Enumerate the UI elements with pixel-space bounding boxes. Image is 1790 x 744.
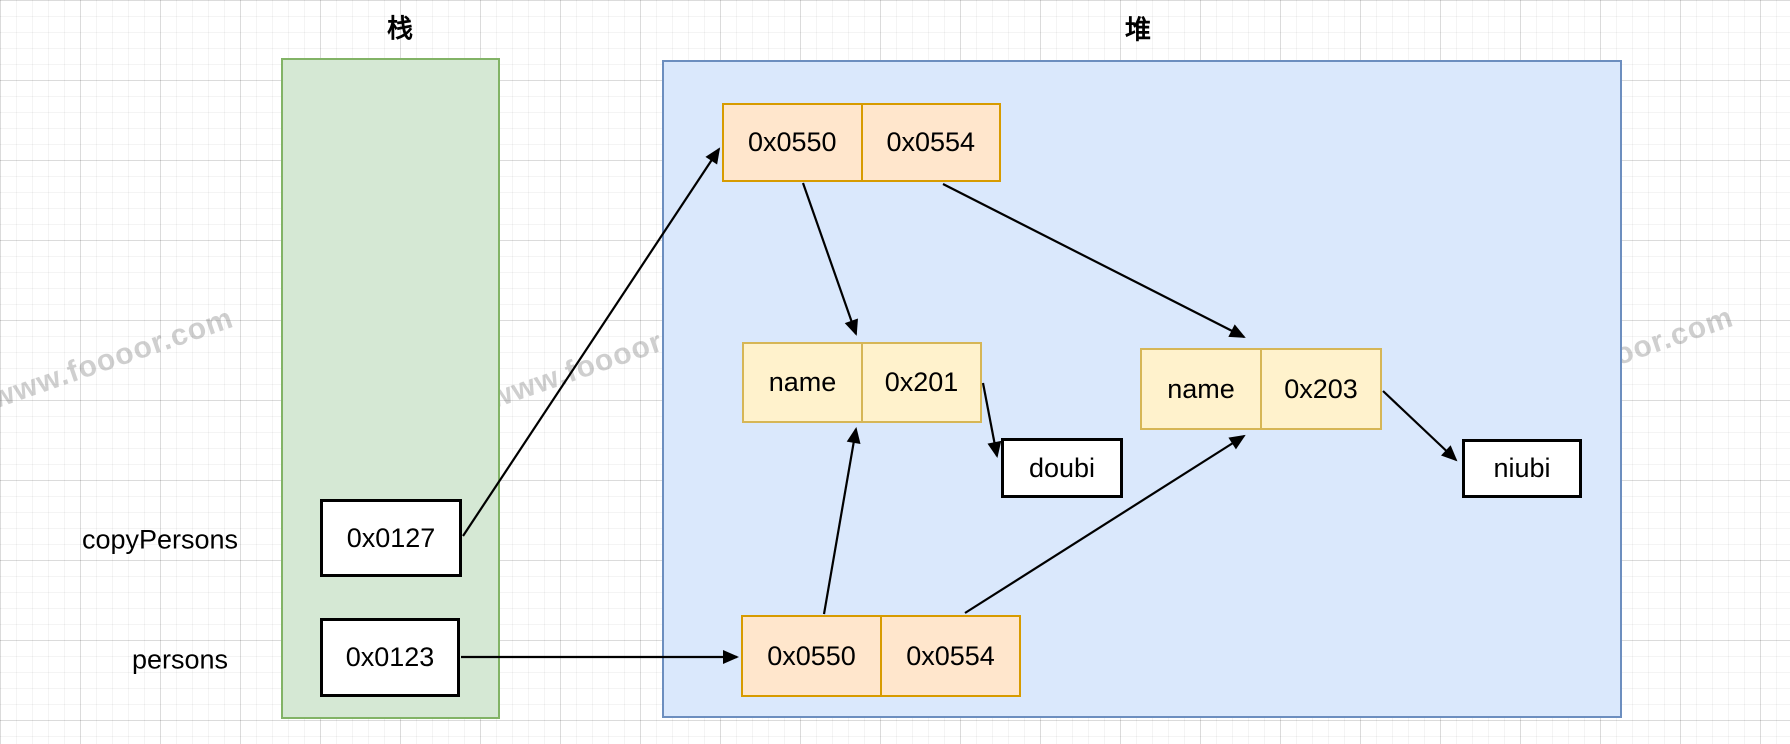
orig-array-cell-0: 0x0550: [743, 617, 882, 695]
copy-persons-pointer-value: 0x0127: [346, 522, 436, 553]
persons-label: persons: [131, 644, 229, 675]
copy-persons-pointer-box: 0x0127: [320, 499, 462, 577]
copy-array-cell-1: 0x0554: [886, 127, 976, 157]
copy-array-cell-0: 0x0550: [724, 105, 863, 180]
string-doubi-box: doubi: [1001, 438, 1123, 498]
string-doubi-value: doubi: [1028, 452, 1096, 483]
persons-pointer-box: 0x0123: [320, 618, 460, 697]
person-a-name-field: name: [744, 344, 863, 421]
person-b-box: name 0x203: [1140, 348, 1382, 430]
person-b-name-field: name: [1142, 350, 1262, 428]
person-a-box: name 0x201: [742, 342, 982, 423]
copy-array-box: 0x0550 0x0554: [722, 103, 1001, 182]
orig-array-box: 0x0550 0x0554: [741, 615, 1021, 697]
person-b-name-pointer: 0x203: [1284, 373, 1358, 404]
string-niubi-box: niubi: [1462, 439, 1582, 498]
watermark-text: www.foooor.com: [0, 301, 238, 416]
heap-title: 堆: [1124, 14, 1152, 45]
stack-title: 栈: [386, 13, 414, 44]
persons-pointer-value: 0x0123: [345, 642, 435, 672]
orig-array-cell-1: 0x0554: [906, 640, 995, 671]
copy-persons-label: copyPersons: [81, 524, 239, 555]
string-niubi-value: niubi: [1493, 453, 1551, 483]
person-a-name-pointer: 0x201: [884, 367, 959, 397]
